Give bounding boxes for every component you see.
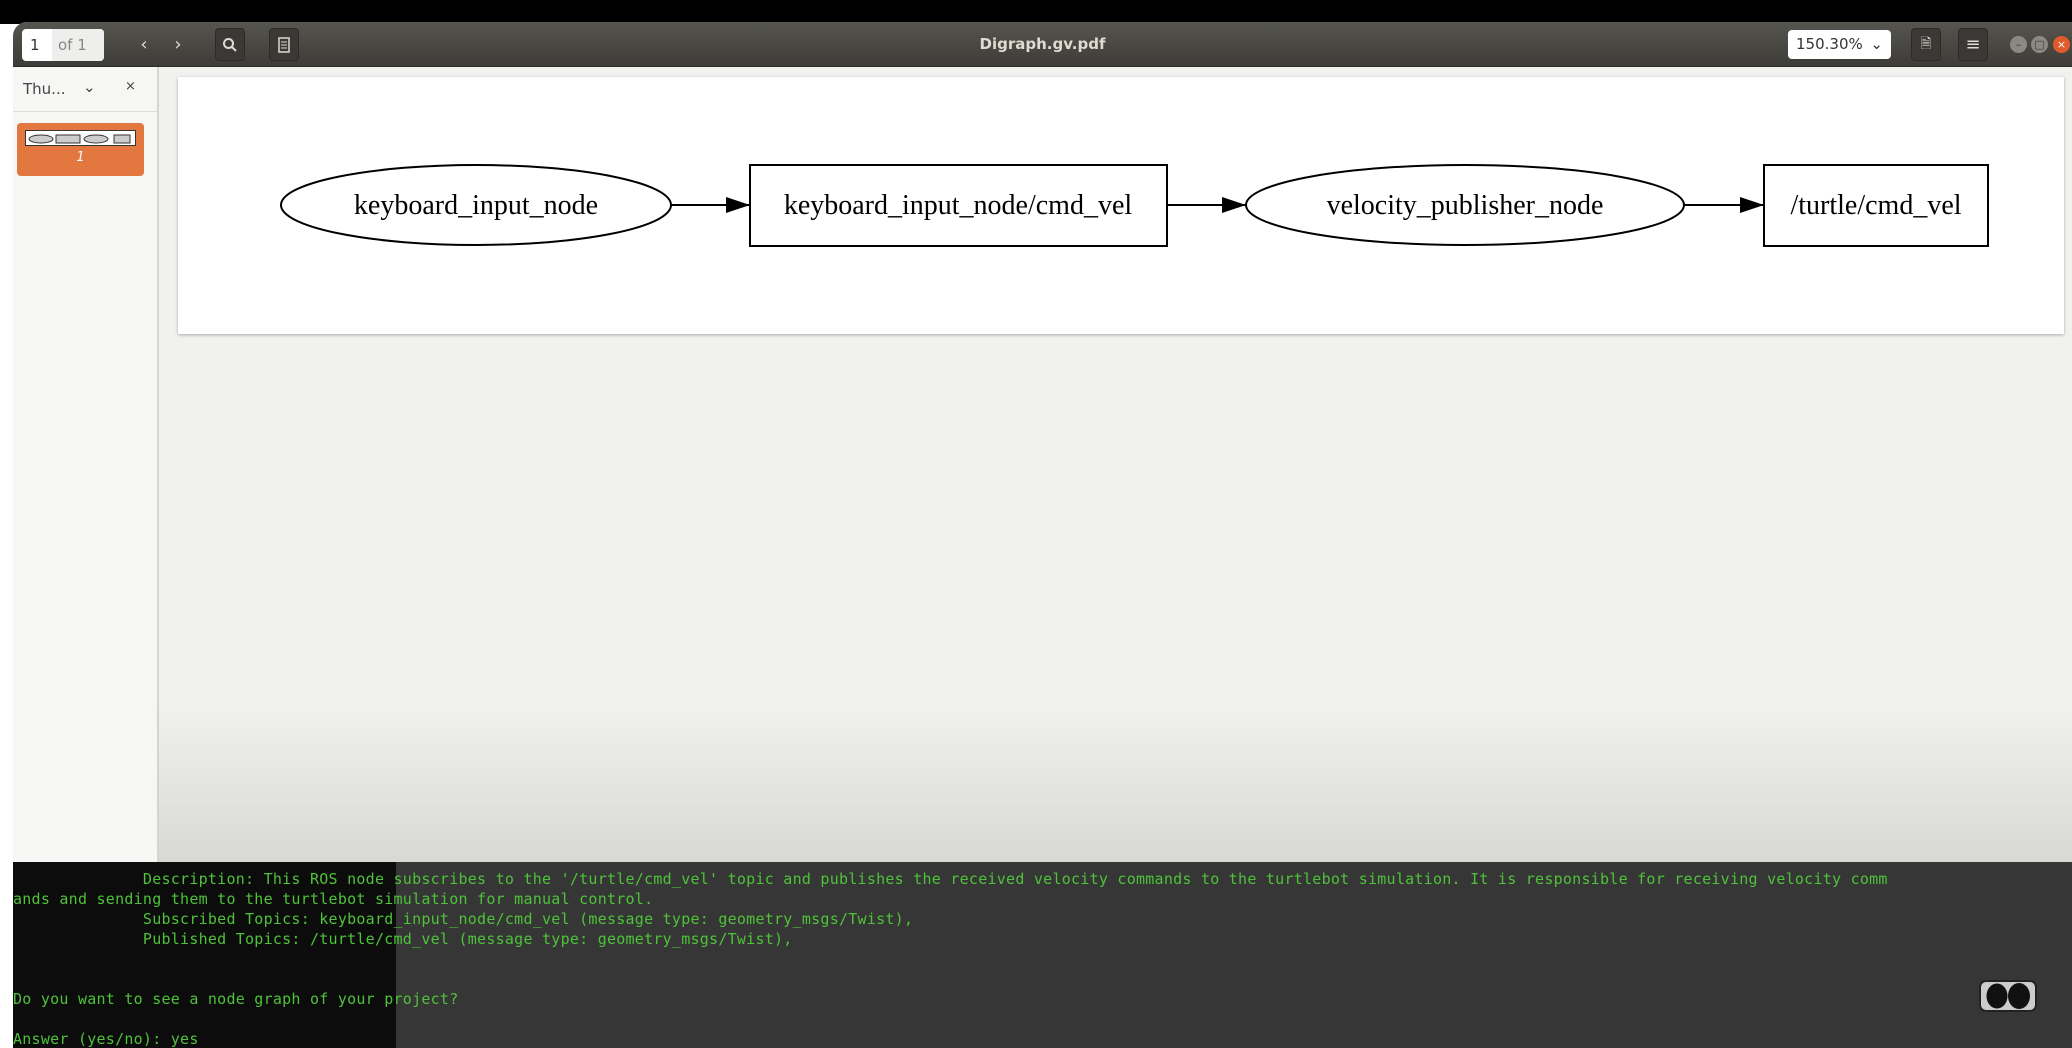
page-thumbnail[interactable]: 1	[17, 123, 144, 176]
terminal-line: Answer (yes/no): yes	[13, 1030, 199, 1048]
page-number-input[interactable]: 1 of 1	[22, 29, 104, 61]
document-search-icon: 🗎	[1920, 35, 1932, 52]
thumbnail-image	[25, 130, 136, 146]
maximize-button[interactable]: □	[2031, 36, 2048, 53]
terminal-line: Subscribed Topics: keyboard_input_node/c…	[13, 910, 914, 928]
graph-node-box	[1763, 164, 1989, 247]
thumbnail-sidebar: Thu... ⌄ × 1	[13, 67, 159, 862]
terminal-line: Do you want to see a node graph of your …	[13, 990, 459, 1008]
chevron-left-icon: ‹	[140, 34, 148, 55]
document-icon	[278, 36, 290, 53]
page-count: of 1	[52, 29, 104, 61]
arrowhead	[1222, 197, 1246, 213]
next-page-button[interactable]: ›	[163, 28, 193, 61]
terminal[interactable]: Description: This ROS node subscribes to…	[13, 862, 2072, 1048]
close-button[interactable]: ×	[2053, 36, 2070, 53]
window-title: Digraph.gv.pdf	[979, 35, 1106, 53]
digraph: keyboard_input_node keyboard_input_node/…	[280, 164, 1989, 247]
minimize-button[interactable]: –	[2010, 36, 2027, 53]
chevron-down-icon[interactable]: ⌄	[83, 78, 96, 96]
toolbar: Digraph.gv.pdf 1 of 1 ‹ › 150.30% ⌄ 🗎 ≡ –…	[13, 22, 2072, 67]
current-page[interactable]: 1	[30, 36, 40, 54]
graph-node-label: /turtle/cmd_vel	[1790, 190, 1961, 221]
terminal-line: Description: This ROS node subscribes to…	[13, 870, 1888, 888]
pdf-page: keyboard_input_node keyboard_input_node/…	[178, 77, 2064, 334]
screen-top-bar	[0, 0, 2072, 24]
graph-node-label: keyboard_input_node/cmd_vel	[784, 190, 1133, 221]
zoom-value: 150.30%	[1796, 35, 1863, 53]
search-icon	[223, 37, 237, 52]
terminal-line: ands and sending them to the turtlebot s…	[13, 890, 654, 908]
annotate-button[interactable]: 🗎	[1911, 28, 1941, 61]
thumbnail-page-number: 1	[76, 150, 85, 165]
graph-node-label: velocity_publisher_node	[1327, 190, 1604, 221]
robot-icon	[1979, 980, 2037, 1012]
sidebar-header: Thu... ⌄ ×	[13, 67, 157, 112]
document-area-shade	[159, 702, 2072, 862]
arrowhead	[1740, 197, 1764, 213]
terminal-line: Published Topics: /turtle/cmd_vel (messa…	[13, 930, 793, 948]
terminal-dark-region	[13, 862, 396, 1048]
zoom-select[interactable]: 150.30% ⌄	[1788, 30, 1891, 59]
graph-node-label: keyboard_input_node	[354, 190, 598, 221]
close-sidebar-icon[interactable]: ×	[125, 79, 136, 94]
search-button[interactable]	[215, 28, 245, 61]
previous-page-button[interactable]: ‹	[129, 28, 159, 61]
arrowhead	[726, 197, 750, 213]
sidebar-toggle-button[interactable]	[269, 28, 299, 61]
chevron-down-icon: ⌄	[1870, 35, 1883, 53]
sidebar-mode-label[interactable]: Thu...	[23, 80, 66, 98]
chevron-right-icon: ›	[174, 34, 182, 55]
hamburger-icon: ≡	[1965, 34, 1981, 55]
menu-button[interactable]: ≡	[1958, 28, 1988, 61]
pdf-viewer-window: Digraph.gv.pdf 1 of 1 ‹ › 150.30% ⌄ 🗎 ≡ –…	[13, 22, 2072, 862]
